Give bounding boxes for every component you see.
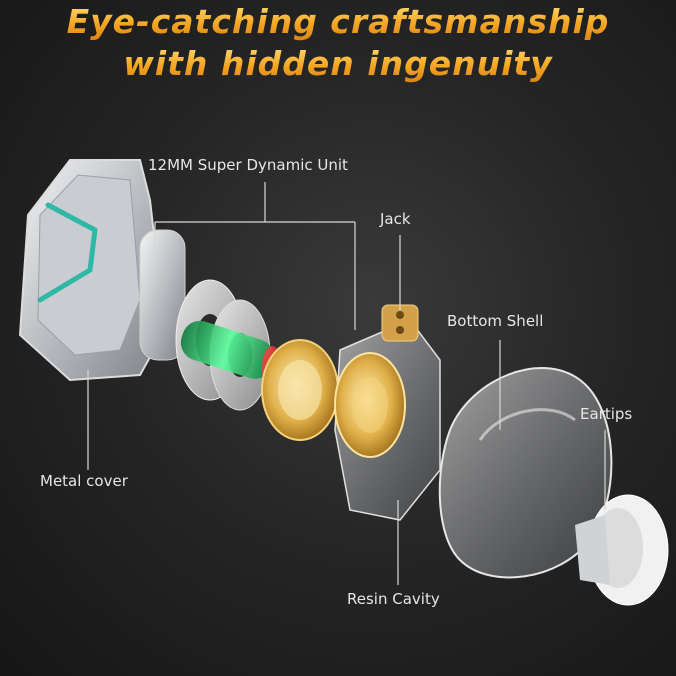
label-metal-cover: Metal cover bbox=[40, 472, 128, 490]
gold-diaphragm bbox=[261, 339, 339, 441]
dynamic-unit-callout bbox=[154, 182, 356, 330]
label-eartips: Eartips bbox=[580, 405, 633, 423]
label-jack: Jack bbox=[380, 210, 411, 228]
headline-line-1: Eye-catching craftsmanship bbox=[0, 2, 676, 41]
label-dynamic-unit: 12MM Super Dynamic Unit bbox=[148, 156, 348, 174]
label-resin-cavity: Resin Cavity bbox=[347, 590, 440, 608]
headline-line-2: with hidden ingenuity bbox=[0, 44, 676, 83]
metal-cover-part bbox=[18, 159, 186, 382]
callout-lines bbox=[87, 182, 606, 585]
resin-cavity-part bbox=[334, 319, 441, 521]
bottom-shell-part bbox=[438, 367, 613, 579]
label-bottom-shell: Bottom Shell bbox=[447, 312, 544, 330]
eartip-part bbox=[575, 494, 669, 606]
jack-pins bbox=[381, 304, 419, 342]
